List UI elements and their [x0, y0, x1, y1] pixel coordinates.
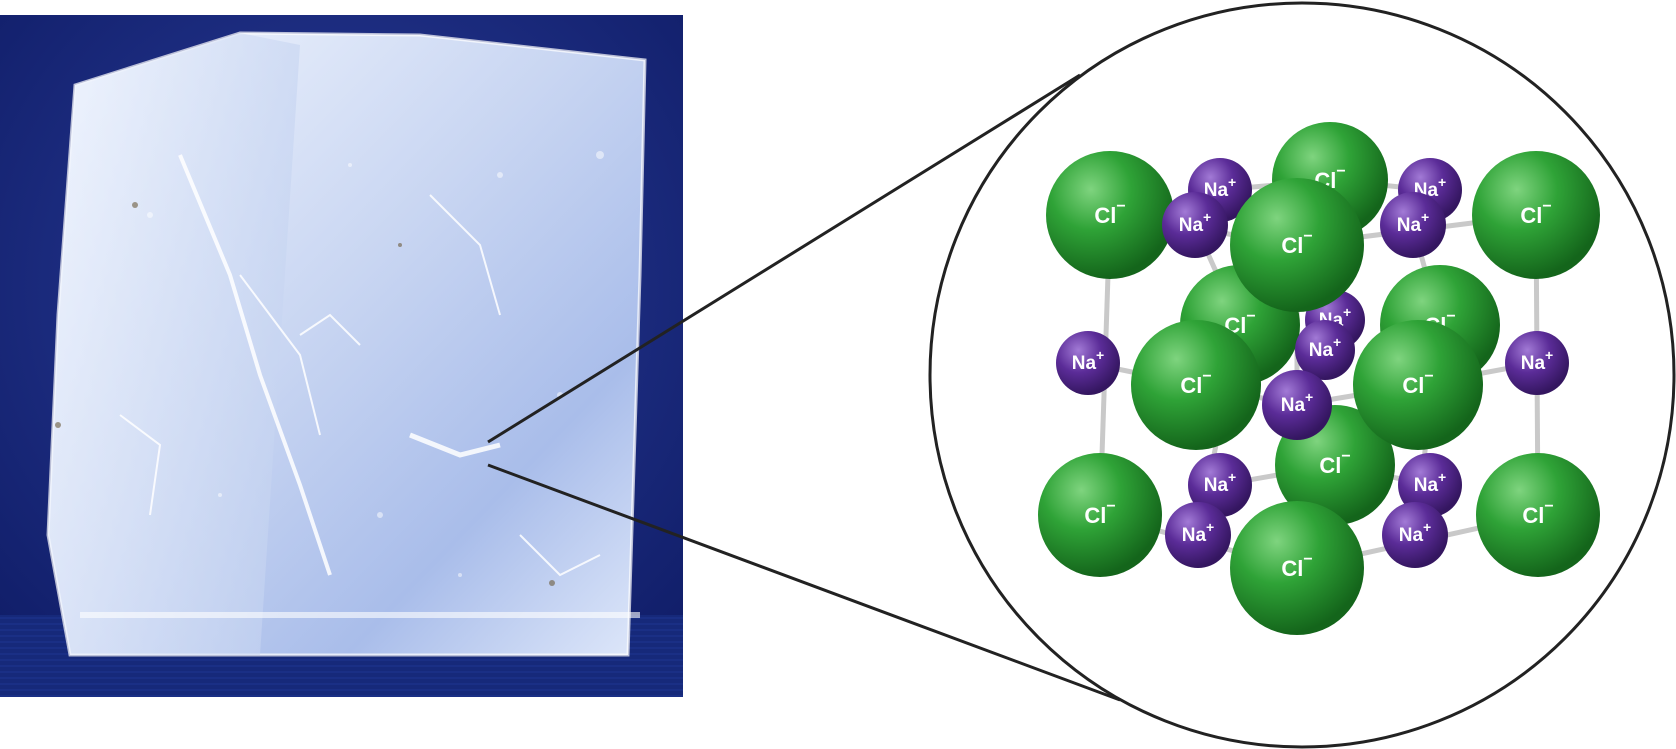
sodium-label: Na+ [1309, 334, 1341, 361]
chloride-sphere [1472, 151, 1600, 279]
crystal-cracks [80, 154, 640, 618]
chloride-ion-10: Cl− [1046, 151, 1174, 279]
sodium-label: Na+ [1072, 347, 1104, 374]
callout-line-lower [487, 463, 1121, 702]
sodium-sphere [1162, 192, 1228, 258]
chloride-ion-24: Cl− [1230, 501, 1364, 635]
sodium-sphere [1295, 320, 1355, 380]
salt-crystal-photo [0, 15, 683, 697]
sodium-sphere [1380, 192, 1446, 258]
sodium-label: Na+ [1397, 209, 1429, 236]
sodium-ion-9: Na+ [1398, 453, 1462, 517]
chloride-sphere [1131, 320, 1261, 450]
chloride-ion-22: Cl− [1353, 320, 1483, 450]
sodium-sphere [1056, 331, 1120, 395]
chloride-ion-20: Cl− [1230, 178, 1364, 312]
chloride-sphere [1353, 320, 1483, 450]
chloride-label: Cl− [1402, 368, 1433, 398]
sodium-sphere [1165, 502, 1231, 568]
sodium-sphere [1398, 453, 1462, 517]
chloride-label: Cl− [1281, 228, 1312, 258]
ion-lattice: Cl− Na+ Na+ Cl− Cl− Na+ Na+ Cl− Na+ Na+ Cl− Na+ Na+ C… [1038, 122, 1600, 635]
sodium-ion-8: Na+ [1188, 453, 1252, 517]
chloride-label: Cl− [1094, 198, 1125, 228]
crystal-speckles [147, 151, 604, 577]
sodium-sphere [1188, 453, 1252, 517]
sodium-ion-18: Na+ [1056, 331, 1120, 395]
chloride-ion-14: Cl− [1038, 453, 1162, 577]
sodium-label: Na+ [1182, 519, 1214, 546]
sodium-label: Na+ [1414, 469, 1446, 496]
sodium-ion-19: Na+ [1505, 331, 1569, 395]
sodium-label: Na+ [1179, 209, 1211, 236]
chloride-sphere [1230, 178, 1364, 312]
chloride-ion-21: Cl− [1131, 320, 1261, 450]
sodium-sphere [1505, 331, 1569, 395]
crystal-left-face [48, 33, 300, 655]
chloride-label: Cl− [1520, 198, 1551, 228]
chloride-sphere [1038, 453, 1162, 577]
callout-line-upper [487, 73, 1081, 444]
sodium-ion-16: Na+ [1382, 502, 1448, 568]
chloride-ion-17: Cl− [1476, 453, 1600, 577]
sodium-label: Na+ [1204, 174, 1236, 201]
chloride-sphere [1046, 151, 1174, 279]
sodium-label: Na+ [1281, 389, 1313, 416]
chloride-label: Cl− [1084, 498, 1115, 528]
salt-crystal-illustration [0, 15, 683, 697]
sodium-ion-23: Na+ [1262, 370, 1332, 440]
crystal-impurities [55, 202, 555, 586]
chloride-sphere [1476, 453, 1600, 577]
sodium-sphere [1382, 502, 1448, 568]
sodium-label: Na+ [1399, 519, 1431, 546]
sodium-ion-11: Na+ [1162, 192, 1228, 258]
chloride-label: Cl− [1180, 368, 1211, 398]
chloride-label: Cl− [1522, 498, 1553, 528]
chloride-label: Cl− [1281, 551, 1312, 581]
sodium-sphere [1262, 370, 1332, 440]
chloride-sphere [1230, 501, 1364, 635]
chloride-label: Cl− [1319, 448, 1350, 478]
sodium-ion-6: Na+ [1295, 320, 1355, 380]
sodium-label: Na+ [1521, 347, 1553, 374]
chloride-ion-13: Cl− [1472, 151, 1600, 279]
sodium-ion-15: Na+ [1165, 502, 1231, 568]
sodium-label: Na+ [1204, 469, 1236, 496]
sodium-ion-12: Na+ [1380, 192, 1446, 258]
